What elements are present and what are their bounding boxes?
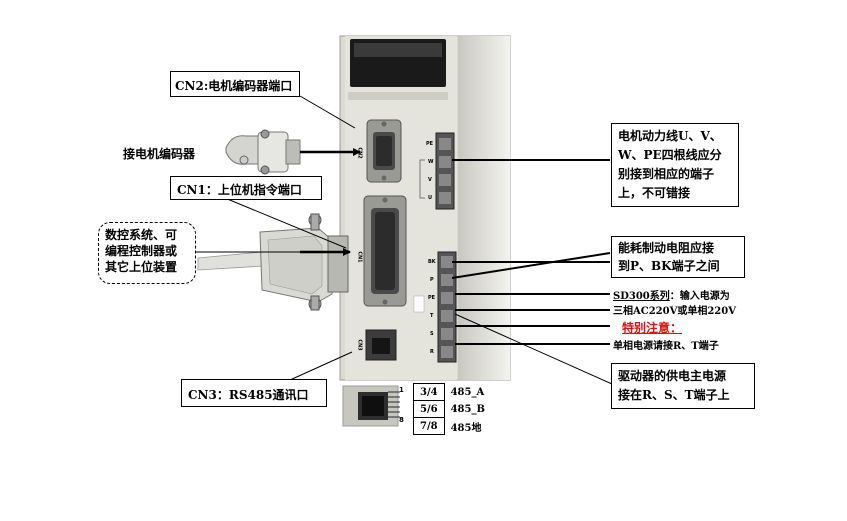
power-line-1: 驱动器的供电主电源: [618, 369, 727, 383]
cn1-port-mark: CN1: [356, 251, 363, 263]
rs485-pin-table: 3/4 485_A 5/6 485_B 7/8 485地: [413, 383, 492, 435]
cn3-leader: [289, 351, 353, 381]
cn3-label-box: CN3：RS485通讯口: [181, 379, 327, 407]
rj45-closeup-image: [342, 385, 400, 427]
cn3-port-mark: CN3: [356, 339, 363, 351]
warning-label: 特别注意：: [622, 321, 683, 335]
terminal-v: V: [428, 177, 432, 183]
host-line-2: 编程控制器或: [105, 244, 178, 258]
motor-line-4: 上，不可错接: [618, 186, 691, 200]
cn2-port-mark: CN2: [356, 147, 363, 159]
pin-cell: 7/8: [413, 417, 445, 435]
terminal-w: W: [428, 159, 434, 165]
leader-lines: [196, 95, 613, 385]
cn1-connector: [363, 195, 407, 307]
table-row: 7/8 485地: [413, 417, 492, 435]
host-plug-image: [197, 213, 349, 311]
signal-cell: 485地: [450, 422, 482, 434]
single-phase-note: 单相电源请接R、T端子: [613, 341, 719, 352]
cn3-connector: [365, 329, 397, 361]
sd300-line-1: SD300系列：输入电源为: [613, 287, 730, 302]
power-line-2: 接在R、S、T端子上: [618, 388, 730, 402]
motor-line-3: 别接到相应的端子: [618, 167, 715, 181]
rj45-pin1-mark: 1: [399, 386, 404, 394]
terminal-block-top: [419, 132, 455, 210]
p-leader: [451, 252, 611, 279]
cn2-leader: [299, 95, 356, 129]
terminal-p: P: [430, 277, 434, 283]
motor-line-1: 电机动力线U、V、: [618, 129, 722, 143]
host-device-box: 数控系统、可 编程控制器或 其它上位装置: [98, 222, 196, 284]
pin-cell: 5/6: [413, 400, 445, 418]
servo-drive: [339, 35, 511, 381]
motor-line-2: W、PE四根线应分: [618, 148, 722, 162]
cn3-title: CN3：RS485通讯口: [188, 388, 309, 402]
power-leader: [454, 313, 613, 385]
cn1-title: CN1：上位机指令端口: [177, 183, 302, 197]
host-line-3: 其它上位装置: [105, 260, 178, 274]
terminal-bk: BK: [428, 259, 436, 265]
terminal-block-bottom: [413, 251, 457, 363]
rj45-pin8-mark: 8: [399, 416, 404, 424]
encoder-plug-image: [225, 129, 301, 175]
cn1-leader: [224, 197, 347, 249]
signal-cell: 485_B: [450, 403, 485, 415]
terminal-pe-top: PE: [426, 141, 434, 147]
sd300-input: ：输入电源为: [669, 291, 730, 302]
brake-line-1: 能耗制动电阻应接: [618, 241, 715, 255]
cn2-label-box: CN2:电机编码器端口: [170, 71, 300, 97]
table-row: 5/6 485_B: [413, 400, 492, 418]
encoder-label: 接电机编码器: [123, 147, 196, 161]
brake-line-2: 到P、BK端子之间: [618, 259, 720, 273]
table-row: 3/4 485_A: [413, 383, 492, 401]
signal-cell: 485_A: [450, 386, 485, 398]
cn2-connector: [366, 119, 402, 183]
cn2-title: CN2:电机编码器端口: [175, 79, 293, 93]
cn1-label-box: CN1：上位机指令端口: [170, 176, 322, 200]
host-line-1: 数控系统、可: [105, 228, 178, 242]
terminal-u: U: [428, 195, 433, 201]
brake-note-box: 能耗制动电阻应接 到P、BK端子之间: [611, 236, 745, 278]
terminal-r: R: [430, 349, 434, 355]
terminal-t: T: [430, 313, 434, 319]
sd300-series: SD300系列: [613, 291, 670, 302]
terminal-pe-bottom: PE: [428, 295, 436, 301]
terminal-s: S: [430, 331, 434, 337]
pin-cell: 3/4: [413, 383, 445, 401]
sd300-line-2: 三相AC220V或单相220V: [613, 306, 736, 317]
power-note-box: 驱动器的供电主电源 接在R、S、T端子上: [611, 363, 755, 409]
motor-note-box: 电机动力线U、V、 W、PE四根线应分 别接到相应的端子 上，不可错接: [611, 123, 739, 207]
